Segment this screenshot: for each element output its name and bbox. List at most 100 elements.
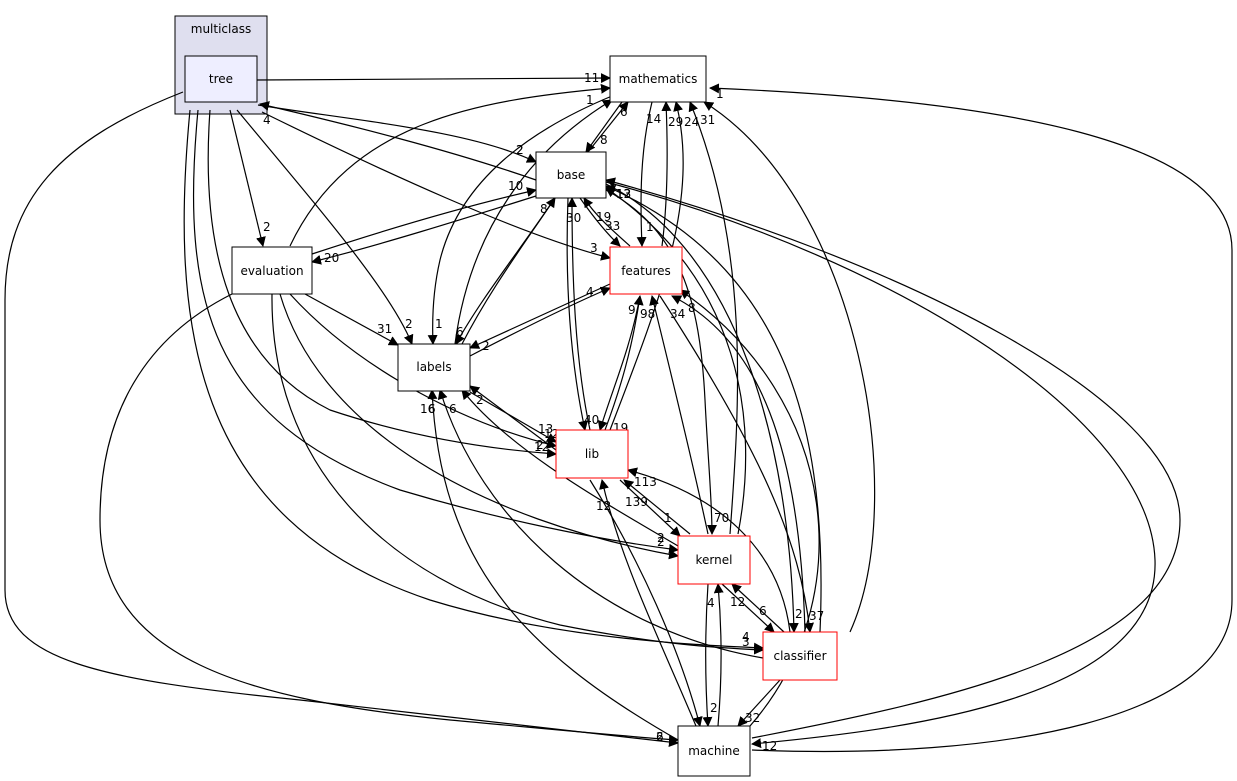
edge-label-kernel-classifier: 6 [759,604,767,618]
edge-features-base: 33 [583,197,631,247]
edges: 11 2 2 3 2 12 2 4 6 4 1 10 31 2 2 3 2 20… [4,71,1233,753]
edge-base-classifier: 2 [605,183,803,633]
edge-label-features-classifier: 37 [809,609,824,623]
edge-label-base-machine: 12 [762,739,777,753]
edge-label-features-labels: 2 [482,339,490,353]
edge-evaluation-labels: 31 [304,293,399,346]
edge-label-classifier-kernel: 12 [730,595,745,609]
node-classifier-label: classifier [774,649,827,663]
node-lib[interactable]: lib [555,429,629,479]
edge-label-classifier-lib: 113 [634,475,657,489]
edge-label-classifier-features: 8 [688,301,696,315]
node-features-label: features [621,264,671,278]
node-base-box [535,151,607,199]
edge-base-mathematics: 6 [587,101,629,153]
edge-label-labels-base: 8 [540,202,548,216]
edge-machine-lib: 12 [544,427,697,727]
node-machine-box [677,725,751,777]
node-features[interactable]: features [609,246,683,295]
edge-label-kernel-features: 98 [640,307,655,321]
edge-label-machine-lib: 12 [544,427,559,441]
edge-label-base-features: 19 [596,210,611,224]
node-tree[interactable]: tree [184,55,258,103]
edge-label-machine-kernel: 4 [707,596,715,610]
node-evaluation[interactable]: evaluation [231,246,313,295]
edge-label-base-kernel: 70 [714,511,729,525]
edge-labels-lib: 13 [469,391,557,443]
edge-label-features-base: 33 [605,219,620,233]
edge-tree-evaluation: 2 [229,109,271,247]
edge-kernel-machine: 2 [702,583,718,727]
edge-label-kernel-labels: 6 [449,402,457,416]
edge-mathematics-features: 1 [636,101,654,247]
edge-mathematics-labels: 1 [427,95,613,345]
node-labels-box [397,343,471,392]
cluster-label: multiclass [191,22,251,36]
edge-tree-classifier: 4 [183,109,764,653]
edge-base-evaluation: 20 [311,195,537,265]
edge-label-classifier-base: 12 [616,187,631,201]
edge-label-labels-lib: 13 [538,422,553,436]
edge-label-tree-machine: 6 [656,730,664,744]
node-labels[interactable]: labels [397,343,471,392]
edge-label-evaluation-classifier: 3 [742,635,750,649]
edge-classifier-features: 8 [671,295,806,633]
node-tree-box [184,55,258,103]
edge-tree-labels: 2 [236,109,414,345]
edge-label-base-mathematics: 6 [620,105,628,119]
edge-classifier-base: 12 [605,185,822,633]
node-features-box [609,246,683,295]
edge-lib-base: 30 [566,197,591,431]
edge-label-base-labels: 6 [456,325,464,339]
edge-evaluation-machine: 2 [99,293,679,745]
edge-label-base-classifier: 2 [795,607,803,621]
edge-machine-mathematics: 1 [709,83,1233,753]
node-mathematics[interactable]: mathematics [609,55,707,103]
edge-label-tree-classifier: 4 [742,630,750,644]
node-kernel[interactable]: kernel [677,535,751,585]
edge-kernel-classifier: 6 [721,583,775,633]
edge-label-tree-labels: 2 [405,317,413,331]
edge-label-evaluation-lib: 2 [536,438,544,452]
edge-lib-machine: 12 [589,479,703,727]
edge-label-evaluation-kernel: 2 [657,531,665,545]
edge-label-kernel-machine: 2 [710,701,718,715]
node-machine[interactable]: machine [677,725,751,777]
edge-mathematics-base: 8 [585,101,623,153]
edge-label-mathematics-features: 1 [646,220,654,234]
node-classifier[interactable]: classifier [762,631,838,681]
edge-classifier-labels: 6 [428,389,764,659]
edge-evaluation-classifier: 3 [271,293,764,655]
edge-label-tree-features: 3 [590,241,598,255]
node-machine-label: machine [688,744,740,758]
edge-label-machine-base: 13 [616,187,631,201]
edge-label-base-evaluation: 20 [324,251,339,265]
node-base[interactable]: base [535,151,607,199]
edge-label-tree-base: 2 [516,143,524,157]
edge-lib-labels: 2 [469,385,557,451]
edge-kernel-lib: 139 [623,479,691,535]
edge-base-machine: 12 [605,181,1156,753]
edge-label-labels-mathematics: 2 [516,143,524,157]
node-lib-label: lib [585,447,599,461]
edge-label-kernel-lib: 139 [625,495,648,509]
edge-tree-kernel: 2 [192,109,679,554]
nodes: tree mathematics base evaluation feature… [184,55,838,777]
edge-label-machine-features: 34 [670,307,685,321]
edge-evaluation-kernel: 2 [279,293,679,560]
edge-tree-machine: 6 [4,91,679,748]
edge-label-evaluation-labels: 31 [377,322,392,336]
edge-label-base-tree: 4 [263,113,271,127]
edge-machine-labels: 16 [420,389,679,741]
edge-tree-features: 3 [261,111,611,261]
edge-label-lib-features: 9 [628,303,636,317]
edge-label-classifier-machine: 32 [745,711,760,725]
edge-features-labels: 2 [469,283,611,353]
edge-label-evaluation-mathematics: 1 [586,93,594,107]
edge-label-kernel-mathematics: 24 [684,115,699,129]
edge-label-classifier-mathematics: 31 [700,113,715,127]
edge-label-classifier-labels: 6 [428,402,436,416]
edge-label-lib-kernel: 1 [664,511,672,525]
edge-base-tree: 4 [259,101,537,181]
